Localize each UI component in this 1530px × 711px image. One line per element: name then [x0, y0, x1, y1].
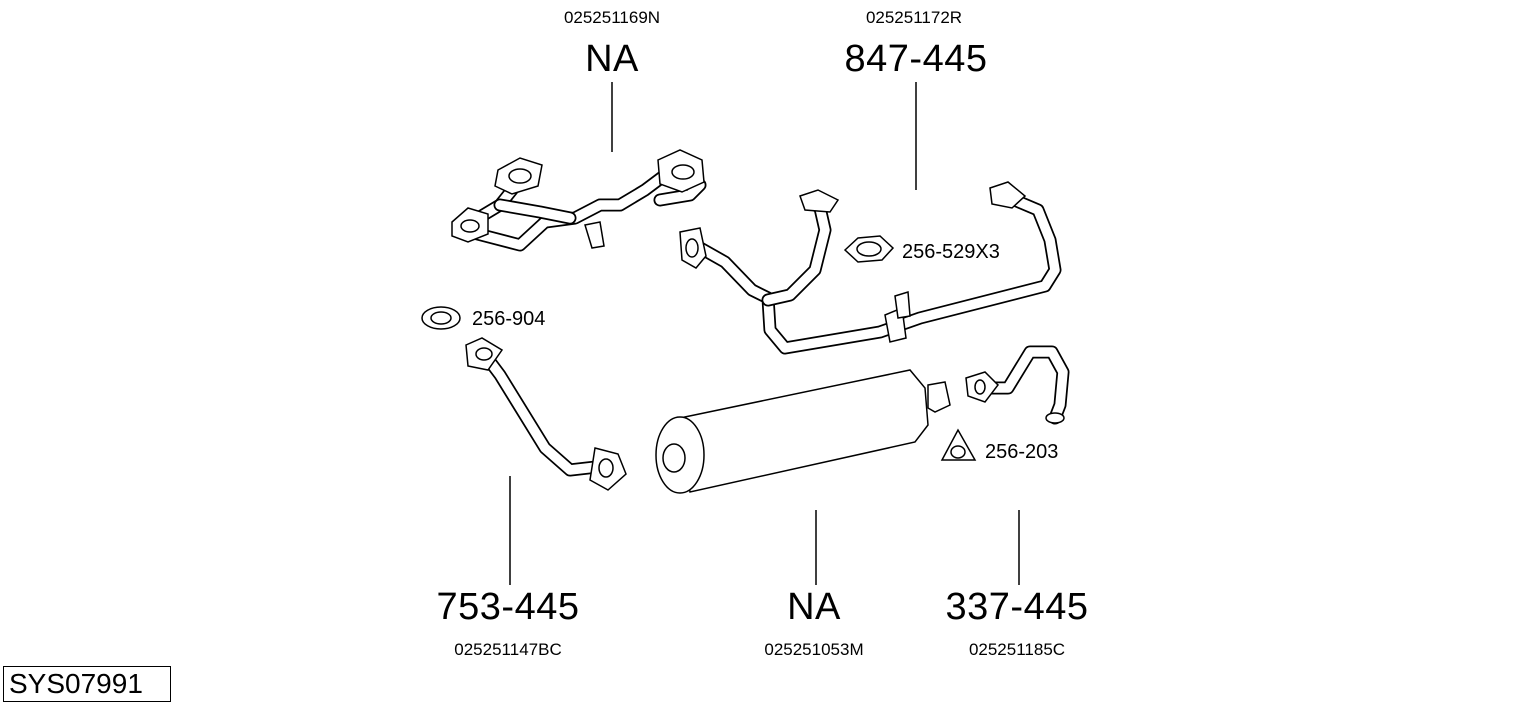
gasket-2-drawing	[940, 428, 977, 461]
part-number-rear-silencer: NA	[787, 586, 841, 628]
part-number-tail-pipe: 337-445	[945, 586, 1089, 628]
gasket-1-drawing	[843, 235, 895, 263]
front-pipe-drawing	[451, 149, 707, 252]
oem-number-front-pipe: 025251169N	[563, 8, 661, 27]
part-number-center-pipe: 847-445	[844, 38, 988, 80]
oem-number-tail-pipe: 025251185C	[968, 640, 1066, 659]
system-code-box: SYS07991	[3, 666, 171, 702]
tail-pipe-drawing	[965, 345, 1070, 425]
oem-number-center-pipe: 025251172R	[865, 8, 963, 27]
part-number-front-pipe: NA	[585, 38, 639, 80]
connecting-pipe-drawing	[465, 337, 627, 491]
center-pipe-drawing	[679, 181, 1062, 355]
ring-gasket-drawing	[421, 306, 461, 330]
part-number-connecting-pipe: 753-445	[436, 586, 580, 628]
oem-number-rear-silencer: 025251053M	[764, 640, 864, 659]
accessory-number-ring-gasket: 256-904	[472, 308, 546, 330]
rear-silencer-drawing	[655, 369, 951, 494]
accessory-number-gasket-2: 256-203	[985, 441, 1059, 463]
accessory-number-gasket-1: 256-529X3	[902, 241, 1000, 263]
oem-number-connecting-pipe: 025251147BC	[454, 640, 562, 659]
